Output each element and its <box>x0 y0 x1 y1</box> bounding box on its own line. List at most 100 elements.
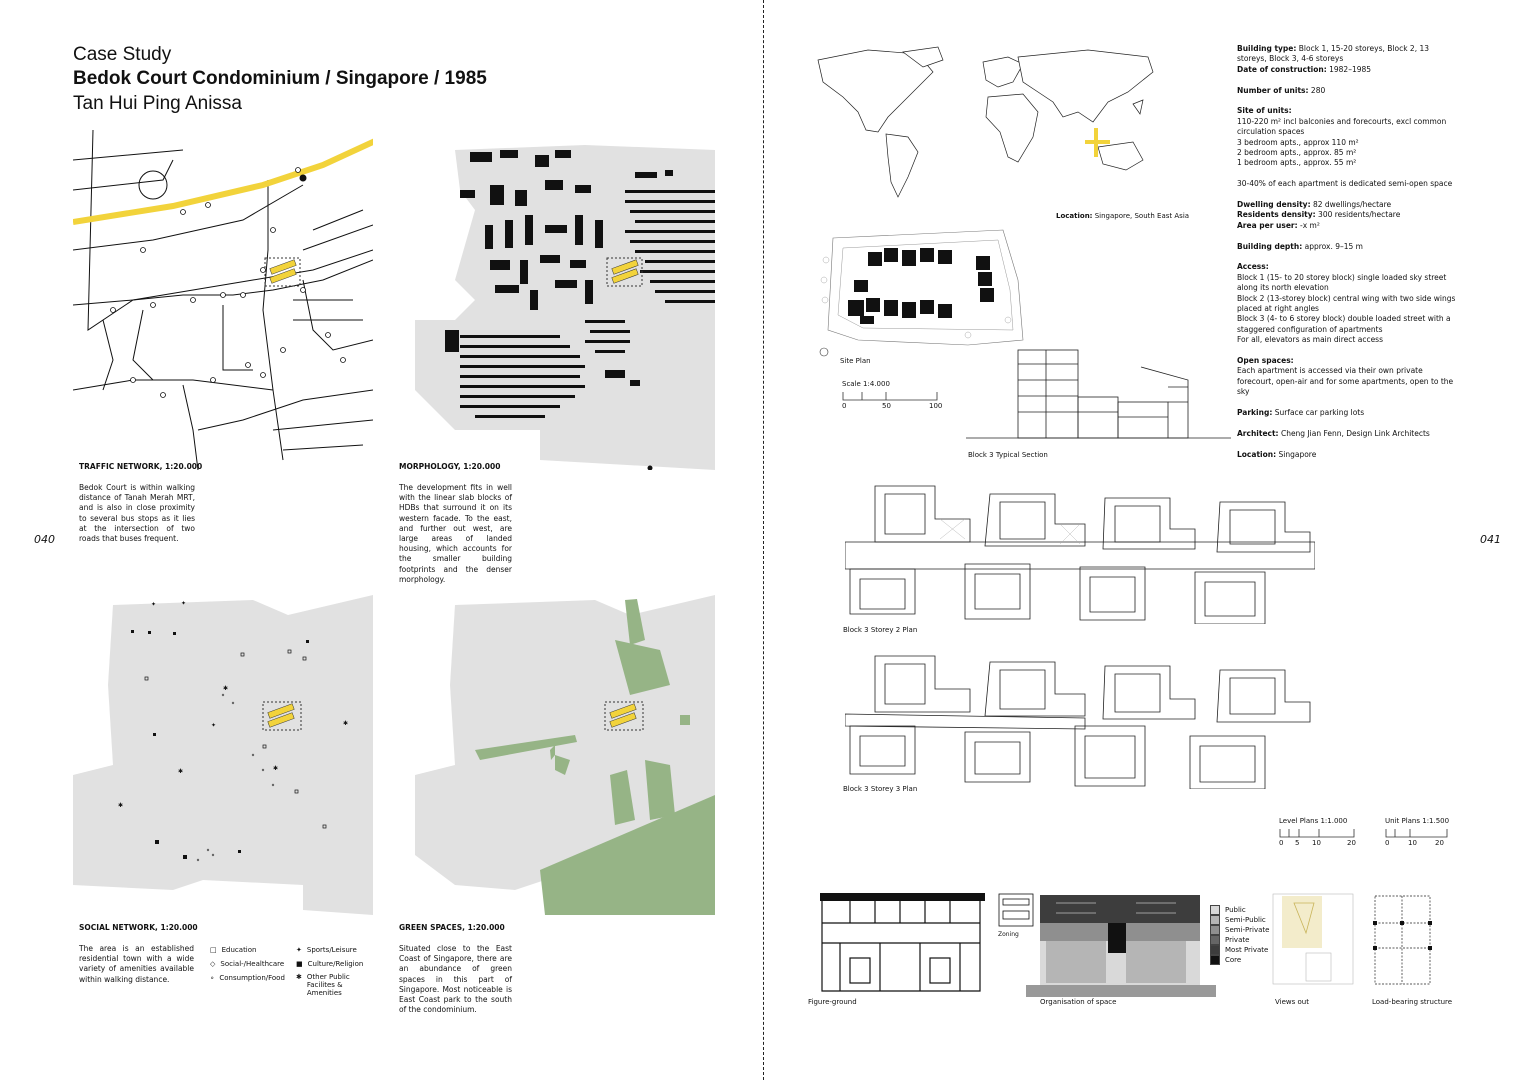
organisation-caption: Organisation of space <box>1040 998 1117 1006</box>
world-map <box>817 46 1154 198</box>
svg-text:✦: ✦ <box>211 722 216 729</box>
dwelling-value: 82 dwellings/hectare <box>1312 200 1392 210</box>
morphology-caption: MORPHOLOGY, 1:20.000 <box>399 462 501 471</box>
site-line: 1 bedroom apts., approx. 55 m² <box>1237 158 1357 168</box>
legend-most-private: Most Private <box>1210 945 1269 955</box>
open-value: Each apartment is accessed via their own… <box>1237 366 1454 397</box>
organisation-of-space-diagram <box>1026 895 1216 997</box>
legend-health: ◇Social-/Healthcare <box>210 959 290 969</box>
site-plan-drawing <box>819 229 1024 357</box>
legend-food: ∘Consumption/Food <box>210 973 290 983</box>
scale-bar <box>842 392 938 401</box>
spec-label: Date of construction: <box>1237 64 1327 74</box>
unit-plans-scale-bar <box>1385 829 1448 838</box>
load-bearing-caption: Load-bearing structure <box>1372 998 1453 1006</box>
legend-label: Social-/Healthcare <box>220 960 285 968</box>
level-tick-20: 20 <box>1347 839 1356 847</box>
level-tick-5: 5 <box>1295 839 1300 847</box>
level-plans-scale-bar <box>1279 829 1355 838</box>
legend-core: Core <box>1210 955 1269 965</box>
spec-label: Number of units: <box>1237 85 1309 95</box>
spec-label: Area per user: <box>1237 220 1298 230</box>
units-value: 280 <box>1310 85 1326 95</box>
load-bearing-structure-diagram <box>1373 895 1432 985</box>
author-name: Tan Hui Ping Anissa <box>73 93 242 114</box>
spec-label: Residents density: <box>1237 210 1316 220</box>
culture-icon: ■ <box>296 960 303 968</box>
legend-other: ✱Other Public Facilites & Amenities <box>296 973 376 997</box>
legend-education: □Education <box>210 945 290 955</box>
page-number-right: 041 <box>1480 533 1501 546</box>
unit-tick-20: 20 <box>1435 839 1444 847</box>
unit-plans-scale-title: Unit Plans 1:1.500 <box>1385 817 1450 825</box>
svg-text:✱: ✱ <box>343 720 348 727</box>
legend-label: Other Public Facilites & Amenities <box>306 973 350 997</box>
level-plans-scale-title: Level Plans 1:1.000 <box>1279 817 1348 825</box>
location-caption-label: Location: <box>1056 212 1093 220</box>
legend-label: Semi-Public <box>1225 916 1266 924</box>
social-caption: SOCIAL NETWORK, 1:20.000 <box>79 923 198 932</box>
legend-swatch <box>1210 955 1220 965</box>
scale-tick-100: 100 <box>929 402 943 410</box>
spread-divider <box>763 0 764 1080</box>
site-plan-caption: Site Plan <box>840 357 871 365</box>
spec-label: Access: <box>1237 262 1269 272</box>
legend-label: Most Private <box>1225 946 1269 954</box>
zoning-diagram <box>998 893 1034 927</box>
legend-swatch <box>1210 905 1220 915</box>
svg-text:✱: ✱ <box>178 768 183 775</box>
legend-swatch <box>1210 925 1220 935</box>
svg-text:✦: ✦ <box>181 600 186 607</box>
unit-tick-0: 0 <box>1385 839 1390 847</box>
traffic-caption: TRAFFIC NETWORK, 1:20.000 <box>79 462 203 471</box>
location-caption: Location: Singapore, South East Asia <box>1056 212 1189 220</box>
legend-swatch <box>1210 915 1220 925</box>
level-tick-0: 0 <box>1279 839 1284 847</box>
views-out-diagram <box>1272 893 1354 985</box>
social-network-map: ✦✦✱✱ ✱✱✱✦ <box>73 595 373 915</box>
spec-label: Building depth: <box>1237 241 1303 251</box>
storey-2-plan-drawing <box>845 485 1315 624</box>
access-line: Block 1 (15- to 20 storey block) single … <box>1237 272 1447 293</box>
sports-icon: ✦ <box>296 946 302 954</box>
legend-label: Culture/Religion <box>307 960 364 968</box>
legend-label: Public <box>1225 906 1246 914</box>
legend-semi-private: Semi-Private <box>1210 925 1269 935</box>
views-out-caption: Views out <box>1275 998 1309 1006</box>
storey-2-caption: Block 3 Storey 2 Plan <box>843 626 918 634</box>
morphology-text: The development fits in well with the li… <box>399 483 512 584</box>
site-line: 110-220 m² incl balconies and forecourts… <box>1237 116 1447 137</box>
svg-text:✱: ✱ <box>223 685 228 692</box>
svg-text:✦: ✦ <box>151 601 156 608</box>
green-caption: GREEN SPACES, 1:20.000 <box>399 923 505 932</box>
access-line: Block 2 (13-storey block) central wing w… <box>1237 293 1456 314</box>
legend-label: Consumption/Food <box>219 974 285 982</box>
scale-tick-0: 0 <box>842 402 847 410</box>
legend-swatch <box>1210 945 1220 955</box>
scale-tick-50: 50 <box>882 402 891 410</box>
parking-value: Surface car parking lots <box>1274 408 1365 418</box>
scale-title: Scale 1:4.000 <box>842 380 890 388</box>
location-value: Singapore <box>1278 449 1317 459</box>
legend-label: Core <box>1225 956 1242 964</box>
page-title: Bedok Court Condominium / Singapore / 19… <box>73 68 487 89</box>
social-legend-col1: □Education ◇Social-/Healthcare ∘Consumpt… <box>210 945 290 983</box>
semi-open-value: 30-40% of each apartment is dedicated se… <box>1237 179 1453 189</box>
legend-label: Semi-Private <box>1225 926 1270 934</box>
svg-text:✱: ✱ <box>273 765 278 772</box>
architect-value: Cheng Jian Fenn, Design Link Architects <box>1280 428 1430 438</box>
legend-semi-public: Semi-Public <box>1210 915 1269 925</box>
residents-value: 300 residents/hectare <box>1318 210 1401 220</box>
spec-label: Site of units: <box>1237 106 1292 116</box>
green-text: Situated close to the East Coast of Sing… <box>399 944 512 1015</box>
figure-ground-diagram <box>820 893 985 992</box>
legend-public: Public <box>1210 905 1269 915</box>
date-value: 1982–1985 <box>1329 64 1372 74</box>
legend-label: Private <box>1225 936 1250 944</box>
site-line: 3 bedroom apts., approx 110 m² <box>1237 137 1359 147</box>
storey-3-caption: Block 3 Storey 3 Plan <box>843 785 918 793</box>
figure-ground-caption: Figure-ground <box>808 998 857 1006</box>
site-line: 2 bedroom apts., approx. 85 m² <box>1237 148 1357 158</box>
spec-label: Architect: <box>1237 428 1279 438</box>
traffic-text: Bedok Court is within walking distance o… <box>79 483 195 544</box>
